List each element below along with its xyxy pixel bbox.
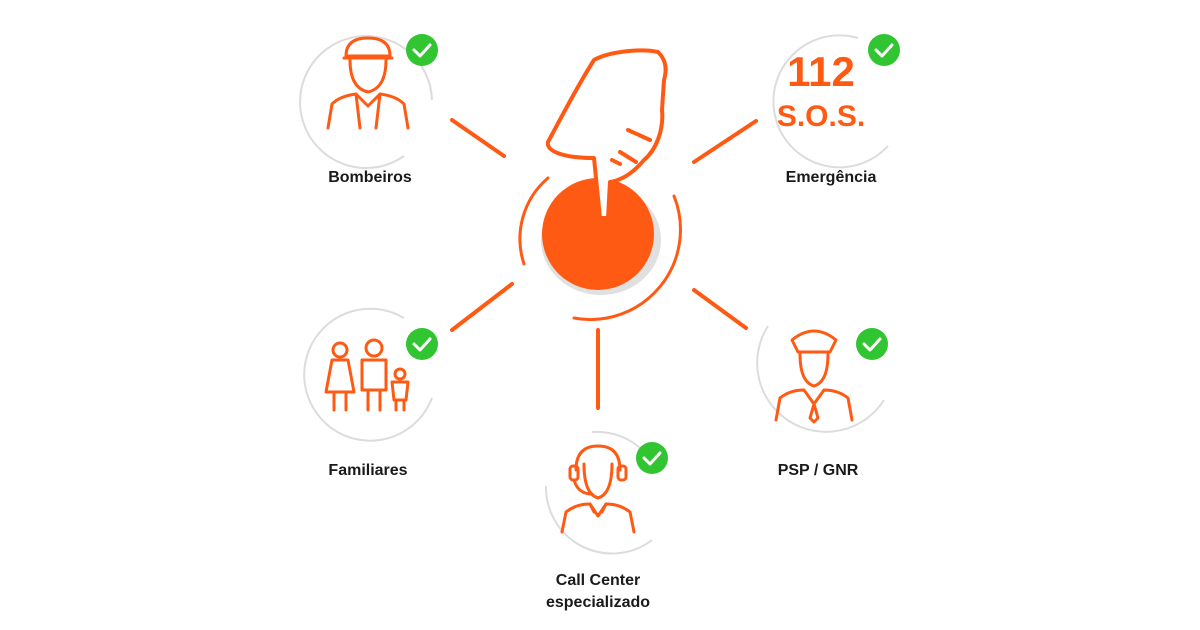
police-officer-icon xyxy=(774,329,854,424)
node-familiares xyxy=(303,307,438,442)
connector-emergencia xyxy=(692,119,758,164)
center-arc-left xyxy=(518,176,550,266)
firefighter-icon xyxy=(326,36,410,130)
center-button-group xyxy=(518,48,682,322)
hand-finger-detail-icon xyxy=(610,128,652,166)
ring-call-center xyxy=(544,485,653,555)
connector-bombeiros xyxy=(450,118,506,158)
ring-emergencia xyxy=(772,34,889,169)
node-psp-gnr xyxy=(756,325,888,433)
emergency-button xyxy=(542,178,654,290)
family-icon xyxy=(324,338,410,412)
node-emergencia: 112 S.O.S. xyxy=(772,34,900,169)
center-arc-right xyxy=(572,194,682,322)
check-icon-call-center xyxy=(642,451,662,466)
check-icon-familiares xyxy=(412,337,432,352)
headset-operator-icon xyxy=(560,444,636,534)
ring-familiares xyxy=(303,307,433,442)
check-badge-familiares xyxy=(406,328,438,360)
label-familiares: Familiares xyxy=(328,462,408,479)
check-badge-call-center xyxy=(636,442,668,474)
check-icon-bombeiros xyxy=(412,43,432,58)
ring-call-center-top xyxy=(591,430,641,449)
check-icon-emergencia xyxy=(874,43,894,58)
node-bombeiros xyxy=(299,34,438,170)
sos-number-text: 112 xyxy=(787,48,855,95)
hand-pressing-button-icon xyxy=(545,48,668,220)
label-emergencia: Emergência xyxy=(785,169,877,186)
connector-lines xyxy=(450,118,758,410)
label-bombeiros: Bombeiros xyxy=(328,169,412,186)
label-call-center: Call Center especializado xyxy=(528,570,668,614)
sos-letters-text: S.O.S. xyxy=(777,100,865,133)
label-psp-gnr: PSP / GNR xyxy=(777,462,859,479)
check-icon-psp-gnr xyxy=(862,337,882,352)
check-badge-bombeiros xyxy=(406,34,438,66)
check-badge-emergencia xyxy=(868,34,900,66)
connector-psp-gnr xyxy=(692,288,748,330)
connector-familiares xyxy=(450,282,514,332)
node-call-center xyxy=(544,430,668,555)
label-call-center-line2: especializado xyxy=(545,594,651,611)
label-call-center-line1: Call Center xyxy=(555,572,641,589)
ring-psp-gnr xyxy=(756,325,885,433)
check-badge-psp-gnr xyxy=(856,328,888,360)
